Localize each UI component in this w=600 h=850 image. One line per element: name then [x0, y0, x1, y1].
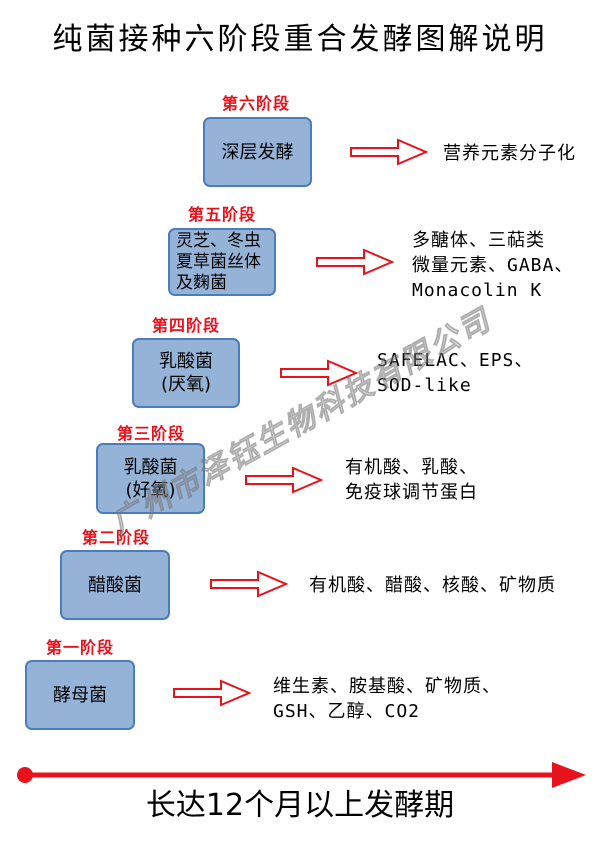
- product-line: 免疫球调节蛋白: [345, 482, 478, 503]
- stage-label: 第二阶段: [82, 528, 151, 547]
- product-line: 多醣体、三萜类: [412, 230, 545, 251]
- stage-label: 第四阶段: [152, 316, 221, 335]
- stage-products: 有机酸、醋酸、核酸、矿物质: [309, 573, 556, 598]
- hollow-right-arrow-icon: [350, 138, 428, 166]
- stage-box-text: 乳酸菌: [123, 456, 178, 478]
- diagram-title: 纯菌接种六阶段重合发酵图解说明: [52, 22, 548, 57]
- stage-box-text: 灵芝、冬虫: [176, 230, 261, 251]
- hollow-right-arrow-icon: [316, 248, 394, 276]
- product-line: 有机酸、醋酸、核酸、矿物质: [309, 575, 556, 596]
- product-line: SAFELAC、EPS、: [377, 350, 534, 371]
- stage-label: 第一阶段: [46, 638, 115, 657]
- stage-box: 灵芝、冬虫 夏草菌丝体 及麴菌: [168, 228, 276, 296]
- hollow-right-arrow-icon: [210, 570, 288, 598]
- stage-box-text: 及麴菌: [176, 272, 227, 293]
- stage-box-text: (好氧): [125, 479, 176, 501]
- product-line: 营养元素分子化: [443, 143, 576, 164]
- timeline-line: [25, 772, 555, 778]
- hollow-right-arrow-icon: [280, 359, 358, 387]
- stage-products: 有机酸、乳酸、 免疫球调节蛋白: [345, 455, 478, 505]
- stage-box: 酵母菌: [25, 660, 135, 730]
- stage-box-text: 醋酸菌: [88, 574, 142, 596]
- stage-products: 维生素、胺基酸、矿物质、 GSH、乙醇、CO2: [273, 674, 501, 724]
- stage-box: 乳酸菌 (厌氧): [132, 338, 240, 408]
- stage-box-text: 夏草菌丝体: [176, 251, 261, 272]
- stage-products: 多醣体、三萜类 微量元素、GABA、 Monacolin K: [412, 228, 573, 303]
- stage-label: 第五阶段: [188, 205, 257, 224]
- hollow-right-arrow-icon: [173, 679, 251, 707]
- stage-box: 乳酸菌 (好氧): [96, 443, 205, 514]
- timeline-caption: 长达12个月以上发酵期: [145, 788, 455, 823]
- stage-products: 营养元素分子化: [443, 141, 576, 166]
- product-line: 维生素、胺基酸、矿物质、: [273, 676, 501, 697]
- product-line: 有机酸、乳酸、: [345, 457, 478, 478]
- product-line: 微量元素、GABA、: [412, 255, 574, 276]
- stage-box-text: 乳酸菌: [159, 351, 213, 372]
- product-line: GSH、乙醇、CO2: [273, 701, 421, 722]
- stage-label: 第三阶段: [117, 424, 186, 443]
- stage-label: 第六阶段: [222, 94, 291, 113]
- stage-box-text: (厌氧): [160, 374, 212, 395]
- timeline-arrow-icon: [17, 762, 586, 788]
- stage-box-text: 深层发酵: [221, 141, 294, 163]
- hollow-right-arrow-icon: [245, 466, 323, 494]
- stage-box: 深层发酵: [203, 117, 312, 187]
- product-line: SOD-like: [377, 375, 472, 396]
- timeline-arrowhead: [552, 762, 586, 788]
- stage-box-text: 酵母菌: [53, 684, 107, 706]
- stage-box: 醋酸菌: [60, 550, 170, 620]
- stage-products: SAFELAC、EPS、 SOD-like: [377, 348, 533, 398]
- product-line: Monacolin K: [412, 280, 543, 301]
